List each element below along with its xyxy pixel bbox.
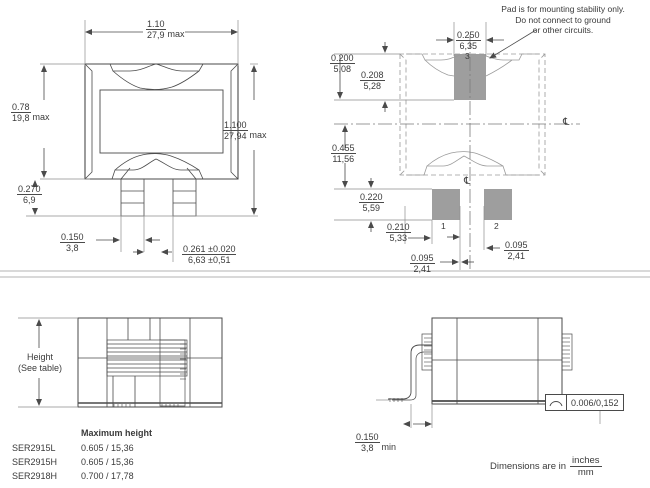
height-callout: Height (See table) <box>10 352 70 374</box>
table-header-blank <box>12 427 79 440</box>
top-view-extension-lines <box>26 20 258 262</box>
pad-stability-note: Pad is for mounting stability only. Do n… <box>501 4 625 35</box>
dim-value-numerator: 0.261 ±0.020 <box>182 244 237 255</box>
dim-pad3-height: 0.208 5,28 <box>360 70 385 91</box>
dim-value-denominator: 3,8 <box>66 243 79 253</box>
units-note: Dimensions are in inches mm <box>490 455 602 478</box>
table-row: SER2915H 0.605 / 15,36 <box>12 456 152 468</box>
units-note-text: Dimensions are in <box>490 461 567 472</box>
max-height-value: 0.605 / 15,36 <box>81 443 134 453</box>
dim-value-numerator: 0.150 <box>60 232 85 243</box>
pad-1-label: 1 <box>441 221 446 231</box>
dim-value-denominator: 5,28 <box>363 81 382 91</box>
pad-layout-dimension-arrows <box>337 37 504 265</box>
dim-top-view-lead-width: 0.150 3,8 <box>60 232 85 253</box>
side-view-left-outline <box>77 317 223 408</box>
dim-top-view-body-height: 0.78 19,8 max <box>11 102 50 123</box>
dim-suffix: max <box>167 29 185 39</box>
part-number: SER2915H <box>12 457 58 467</box>
dim-lead-stand-off: 0.150 3,8 min <box>355 432 396 453</box>
flatness-tolerance-frame: 0.006/0,152 <box>545 394 624 411</box>
dim-value-denominator: 5,33 <box>389 233 408 243</box>
pad-layout-winding-outline <box>406 53 539 176</box>
dim-value-numerator: 0.210 <box>386 222 411 233</box>
dim-value-numerator: 0.220 <box>359 192 384 203</box>
dim-top-view-lead-extension: 0.270 6,9 <box>17 184 42 205</box>
height-callout-line1: Height <box>26 352 53 362</box>
dim-value-numerator: 0.095 <box>410 253 435 264</box>
pad-1 <box>432 189 460 220</box>
side-view-right-outline <box>388 317 573 405</box>
dim-top-view-lead-spacing: 0.261 ±0.020 6,63 ±0,51 <box>182 244 237 265</box>
flatness-value: 0.006/0,152 <box>571 397 619 408</box>
dim-value-denominator: 19,8 <box>12 113 30 123</box>
units-numerator: inches <box>570 455 602 467</box>
max-height-value: 0.605 / 15,36 <box>81 457 134 467</box>
table-row: SER2915L 0.605 / 15,36 <box>12 442 152 454</box>
dim-top-view-overall-height: 1.100 27,94 max <box>223 120 267 141</box>
dim-suffix: max <box>32 112 50 122</box>
table-header-max-height: Maximum height <box>81 428 153 438</box>
dim-value-denominator: 5,59 <box>362 203 381 213</box>
table-header-row: Maximum height <box>12 427 152 440</box>
dim-value-numerator: 0.200 <box>330 53 355 64</box>
height-callout-line2: (See table) <box>17 363 63 373</box>
pad-2-label: 2 <box>494 221 499 231</box>
dim-value-numerator: 0.150 <box>355 432 380 443</box>
max-height-table: Maximum height SER2915L 0.605 / 15,36 SE… <box>10 425 154 484</box>
dim-value-numerator: 0.250 <box>456 30 481 41</box>
centerline-symbol-horizontal: ℄ <box>563 117 570 128</box>
side-view-left-extension-lines <box>18 317 78 408</box>
centerline-symbol-vertical: ℄ <box>464 176 471 187</box>
dim-gap-left: 0.095 2,41 <box>410 253 435 274</box>
dim-value-numerator: 1.10 <box>146 19 166 30</box>
dim-pad-height: 0.220 5,59 <box>359 192 384 213</box>
top-view-dimension-arrows <box>32 29 257 255</box>
pad-2 <box>484 189 512 220</box>
dim-value-denominator: 27,94 <box>224 131 247 141</box>
dim-value-denominator: 2,41 <box>507 251 526 261</box>
dim-value-denominator: 6,63 ±0,51 <box>188 255 231 265</box>
dim-pad-top-offset: 0.200 5,08 <box>330 53 355 74</box>
dim-value-denominator: 3,8 <box>361 443 374 453</box>
dim-suffix: min <box>381 442 397 452</box>
flatness-symbol-glyph <box>549 400 563 406</box>
part-number: SER2915L <box>12 443 56 453</box>
dim-value-numerator: 0.455 <box>331 143 356 154</box>
dim-value-denominator: 5,08 <box>333 64 352 74</box>
pad-3-label: 3 <box>465 51 470 61</box>
note-leader-line <box>489 29 537 59</box>
top-view-outline <box>84 63 239 217</box>
dim-value-numerator: 0.095 <box>504 240 529 251</box>
dim-value-numerator: 0.78 <box>11 102 31 113</box>
dim-center-to-pad: 0.455 11,56 <box>331 143 356 164</box>
dim-value-numerator: 1.100 <box>223 120 248 131</box>
dim-value-numerator: 0.208 <box>360 70 385 81</box>
dim-suffix: max <box>249 130 267 140</box>
dim-gap-right: 0.095 2,41 <box>504 240 529 261</box>
sheet-divider <box>0 270 650 278</box>
table-row: SER2918H 0.700 / 17,78 <box>12 470 152 482</box>
dim-value-denominator: 27,9 <box>147 30 165 40</box>
pad-layout-centerlines <box>334 35 580 270</box>
max-height-value: 0.700 / 17,78 <box>81 471 134 481</box>
flatness-symbol <box>546 395 567 410</box>
dim-pad3-width: 0.250 6,35 <box>456 30 481 51</box>
dim-value-numerator: 0.270 <box>17 184 42 195</box>
part-number: SER2918H <box>12 471 58 481</box>
dim-top-view-width: 1.10 27,9 max <box>146 19 185 40</box>
units-denominator: mm <box>577 467 594 478</box>
dim-value-denominator: 6,9 <box>23 195 36 205</box>
dim-value-denominator: 2,41 <box>413 264 432 274</box>
dim-value-denominator: 11,56 <box>332 154 355 164</box>
dim-value-denominator: 6,35 <box>459 41 478 51</box>
dim-pad-width: 0.210 5,33 <box>386 222 411 243</box>
